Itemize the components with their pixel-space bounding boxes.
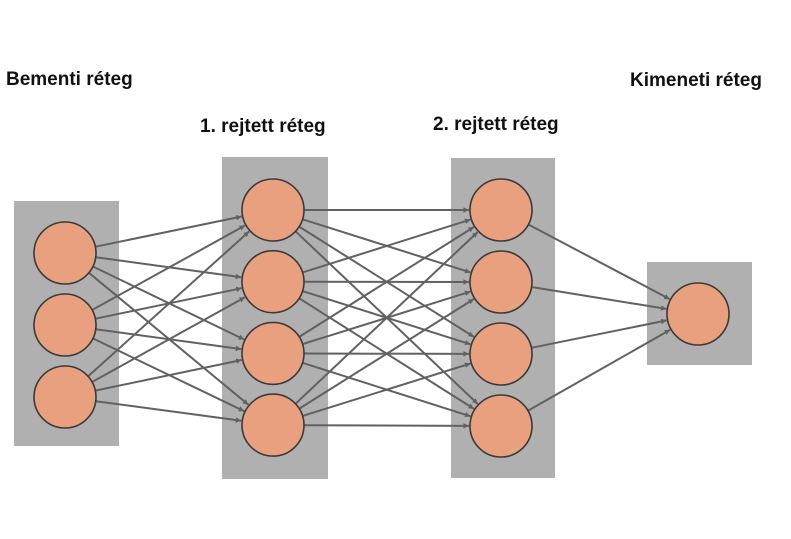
hidden-1-neuron [241, 321, 305, 386]
output-neuron [666, 282, 730, 346]
hidden-1-neuron [241, 178, 305, 242]
connection-arrow [294, 231, 479, 405]
input-neuron [33, 365, 97, 429]
connection-arrow [87, 230, 250, 378]
connection-arrow [527, 223, 671, 300]
connection-arrow [527, 328, 671, 412]
connection-arrow [531, 286, 667, 311]
output-layer-label: Kimeneti réteg [630, 70, 762, 91]
connection-arrow [95, 214, 242, 248]
connection-arrow [298, 298, 475, 410]
connection-arrow [95, 358, 242, 392]
connection-arrow [302, 218, 471, 274]
hidden-layer-2-label: 2. rejtett réteg [433, 114, 559, 135]
connection-arrow [91, 296, 246, 383]
connection-arrow [298, 226, 475, 338]
connection-arrow [91, 224, 246, 311]
input-neuron [33, 221, 97, 285]
connection-arrow [302, 362, 471, 417]
hidden-2-neuron [469, 250, 533, 314]
input-neuron [33, 293, 97, 357]
connection-arrow [95, 400, 242, 423]
input-layer-label: Bementi réteg [6, 69, 133, 90]
hidden-layer-1-label: 1. rejtett réteg [200, 116, 326, 137]
connection-arrow [531, 318, 667, 349]
connection-arrow [303, 423, 470, 429]
hidden-2-neuron [469, 178, 533, 242]
hidden-1-neuron [241, 393, 305, 457]
hidden-2-neuron [469, 322, 533, 386]
hidden-1-neuron [241, 249, 305, 314]
hidden-2-neuron [469, 394, 533, 458]
